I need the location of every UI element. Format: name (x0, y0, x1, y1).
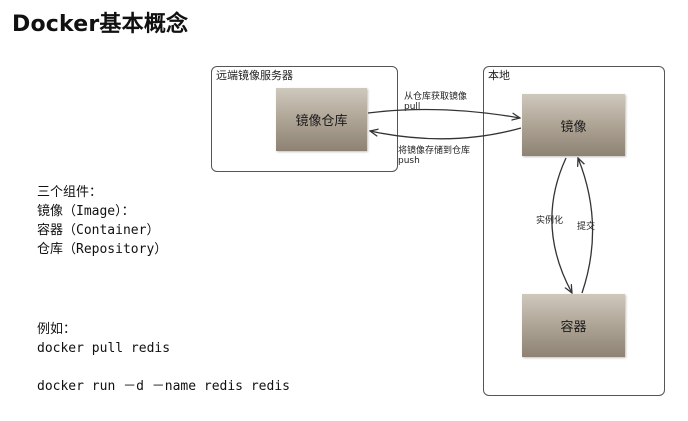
pull-arrow (367, 108, 520, 118)
registry-box: 镜像仓库 (276, 88, 367, 151)
pull-text: 从仓库获取镜像 (404, 92, 468, 102)
local-panel: 本地 (483, 66, 665, 396)
component-repository: 仓库（Repository） (37, 242, 168, 257)
commit-arrow (578, 158, 594, 294)
example-block: 例如： docker pull redis docker run －d －name … (37, 320, 290, 396)
push-arrow (370, 127, 522, 140)
components-block: 三个组件： 镜像（Image）： 容器（Container） 仓库（Repositor… (37, 183, 167, 259)
local-label: 本地 (488, 69, 510, 82)
push-text: 将镜像存储到仓库 (398, 146, 471, 156)
cmd-run: docker run －d －name redis redis (37, 379, 290, 394)
pull-label: 从仓库获取镜像 pull (404, 92, 467, 112)
page-title: Docker基本概念 (12, 12, 189, 37)
image-box: 镜像 (522, 94, 625, 156)
components-heading: 三个组件： (37, 185, 103, 200)
cmd-pull: docker pull redis (37, 341, 171, 356)
push-cmd: push (398, 156, 420, 166)
container-box: 容器 (522, 294, 625, 357)
remote-server-panel: 远端镜像服务器 (211, 66, 398, 172)
pull-cmd: pull (404, 102, 421, 112)
example-heading: 例如： (37, 322, 77, 337)
remote-server-label: 远端镜像服务器 (216, 69, 293, 82)
component-image: 镜像（Image）： (37, 204, 135, 219)
push-label: 将镜像存储到仓库 push (398, 146, 470, 166)
commit-label: 提交 (577, 222, 596, 232)
instantiate-label: 实例化 (536, 216, 564, 226)
instantiate-arrow (551, 157, 572, 293)
component-container: 容器（Container） (37, 223, 160, 238)
